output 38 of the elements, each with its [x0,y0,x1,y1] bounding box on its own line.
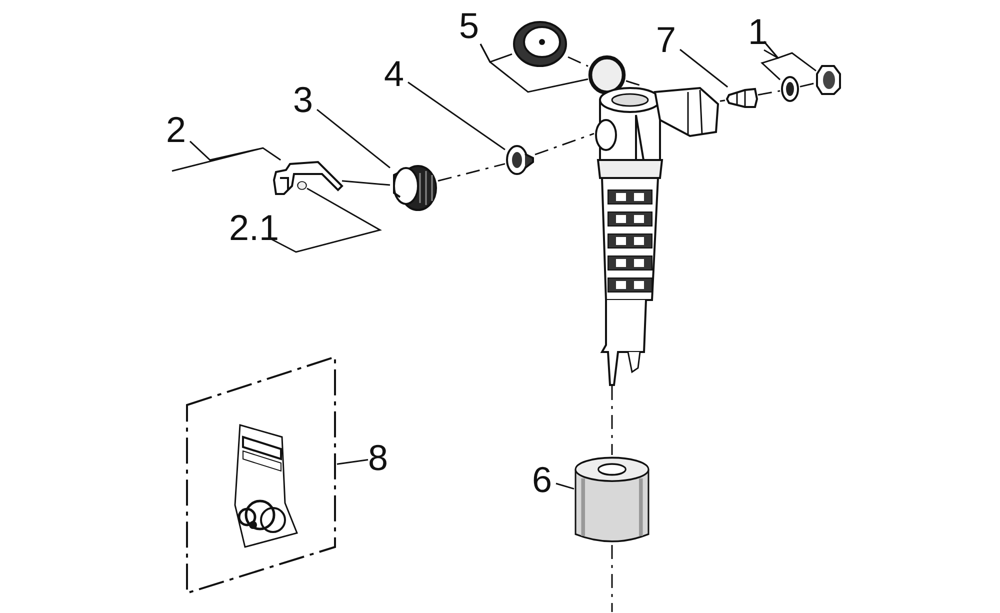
nut-drawing [816,64,841,96]
clip-drawing [272,160,342,196]
leader-line [480,44,588,93]
callout-number: 4 [384,56,404,92]
seal-kit-drawing [185,355,337,595]
leader-line [171,140,282,172]
callout-number: 3 [293,82,314,118]
o-ring-drawing [588,55,626,95]
leader-line [408,82,506,150]
center-line [800,82,816,88]
pin-drawing [297,181,307,190]
center-line [758,90,780,96]
center-line [720,100,726,102]
callout-number: 2 [166,112,186,148]
leader-line [336,458,368,465]
fill-valve-drawing [594,86,720,386]
center-line [438,163,506,182]
callout-number: 2.1 [229,210,280,246]
callout-number: 6 [532,462,552,498]
callout-number: 7 [656,22,676,58]
center-line [611,386,613,455]
filter-cap-drawing [390,163,438,211]
leader-line [316,109,390,168]
callout-number: 5 [459,8,480,44]
nozzle-drawing [725,87,758,109]
assembly-line [342,180,390,186]
center-line [611,545,613,612]
callout-number: 1 [748,14,768,50]
leader-line [556,482,574,490]
float-cylinder-drawing [574,455,650,545]
center-line [534,132,594,156]
center-line [568,56,588,67]
leader-line [763,41,816,72]
leader-line [680,48,728,88]
washer-drawing [780,75,800,103]
valve-insert-drawing [505,144,535,176]
callout-number: 8 [368,440,388,476]
cap-drawing [512,20,568,68]
